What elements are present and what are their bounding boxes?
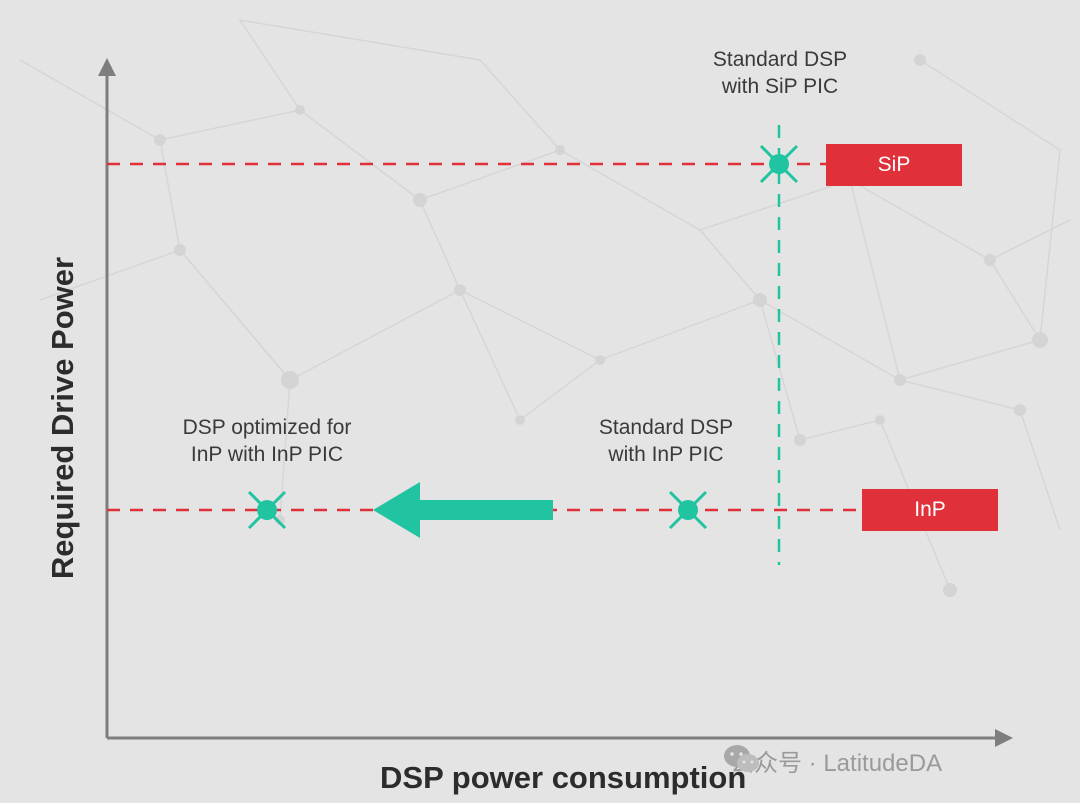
sip-tag: SiP — [826, 144, 962, 186]
sip-point-label: Standard DSP with SiP PIC — [680, 46, 880, 100]
x-axis-arrowhead — [995, 729, 1013, 747]
x-axis-title: DSP power consumption — [380, 760, 747, 795]
inp-point-label-line1: Standard DSP — [598, 416, 734, 439]
network-nodes — [154, 54, 1048, 597]
sip-point-label-line2: with SiP PIC — [721, 75, 839, 98]
optimized-point-label-line1: DSP optimized for — [182, 416, 352, 439]
inp-point-label: Standard DSP with InP PIC — [566, 414, 766, 468]
inp-point-label-line2: with InP PIC — [608, 443, 724, 466]
y-axis-title: Required Drive Power — [45, 256, 80, 580]
sip-point-marker — [759, 144, 799, 184]
improvement-arrow — [373, 482, 553, 538]
optimized-point-label: DSP optimized for InP with InP PIC — [147, 414, 387, 468]
watermark: 公众号 · LatitudeDA — [722, 743, 942, 778]
inp-point-marker — [668, 490, 708, 530]
y-axis-arrowhead — [98, 58, 116, 76]
inp-tag: InP — [862, 489, 998, 531]
optimized-point-label-line2: InP with InP PIC — [190, 443, 344, 466]
sip-point-label-line1: Standard DSP — [712, 48, 848, 71]
axes — [98, 58, 1013, 747]
watermark-text: 公众号 · LatitudeDA — [730, 750, 943, 777]
optimized-point-marker — [247, 490, 287, 530]
